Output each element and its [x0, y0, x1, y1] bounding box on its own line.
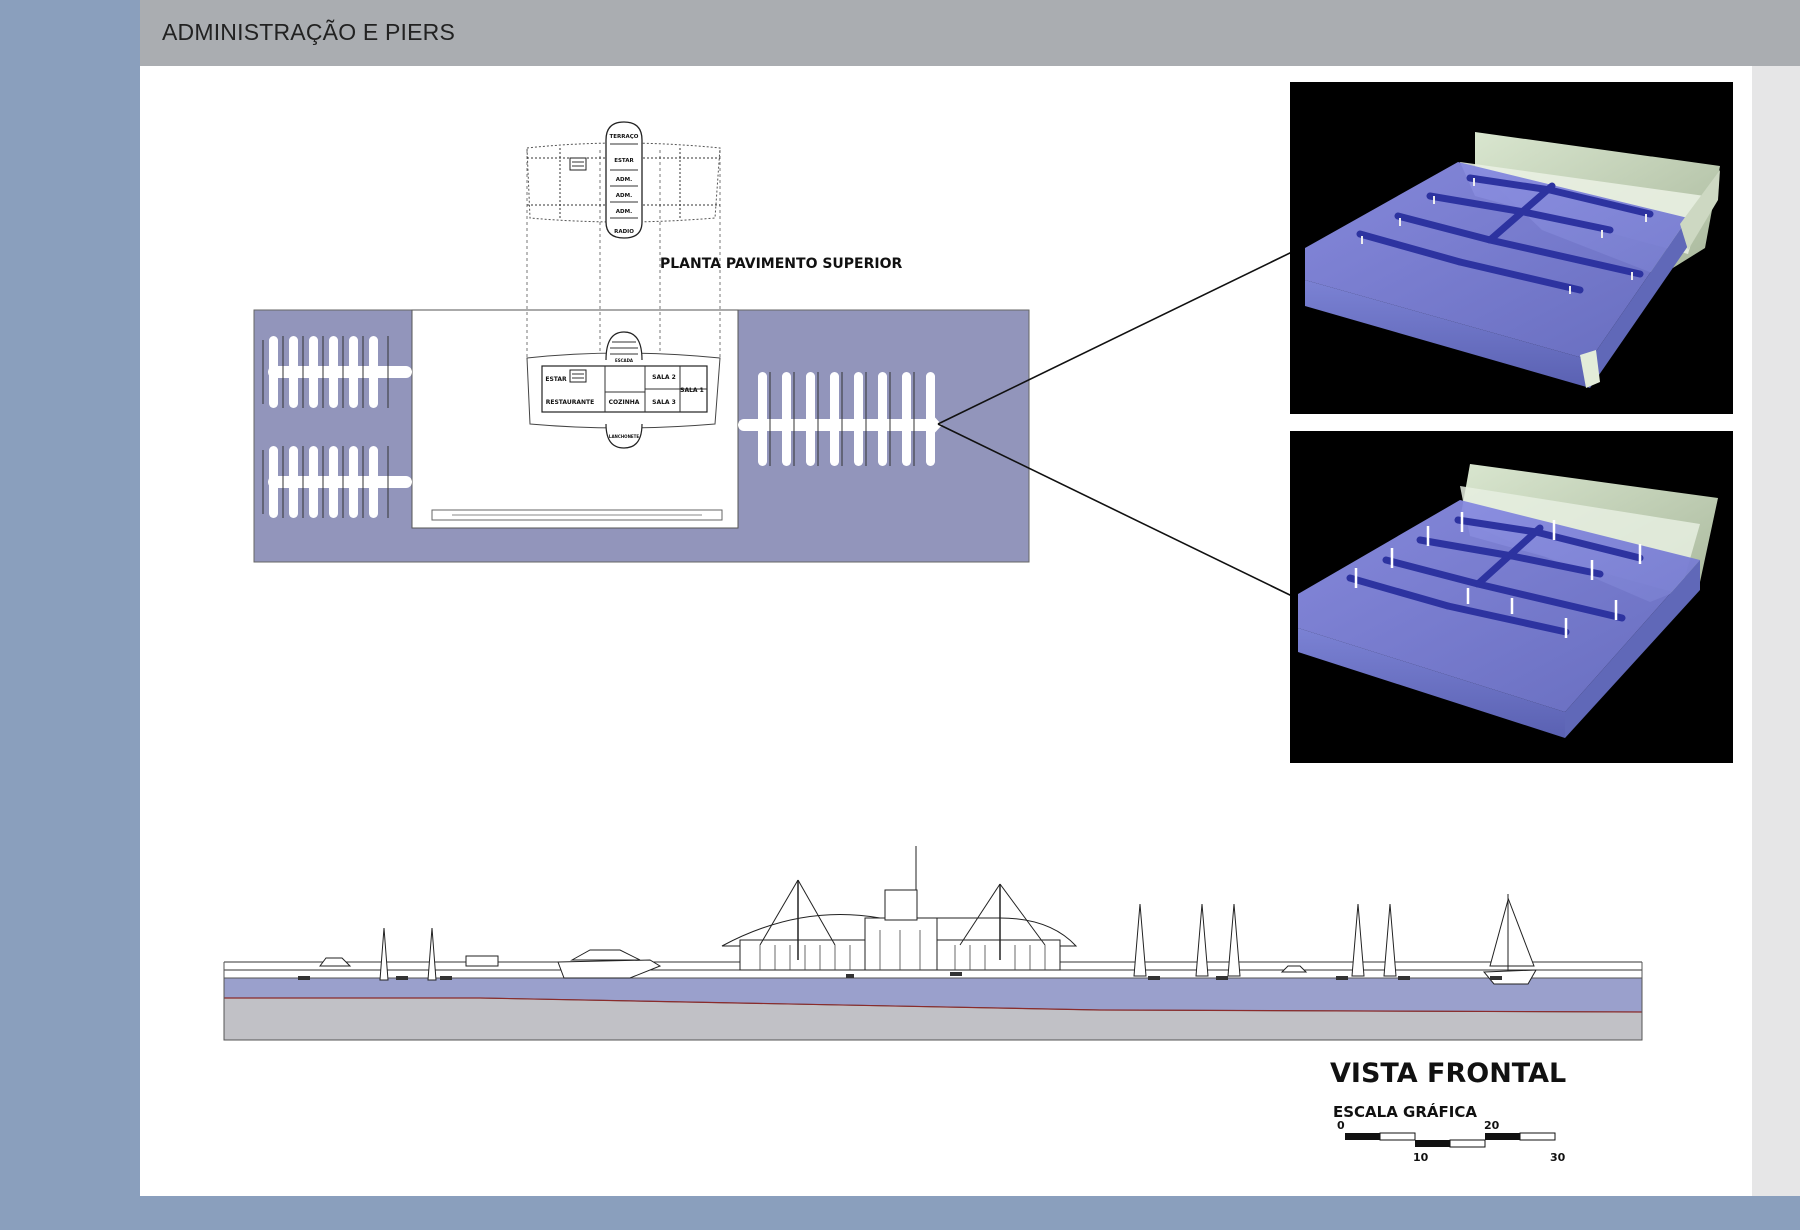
site-plan — [253, 150, 1293, 597]
marina-render-bottom — [1290, 431, 1733, 763]
frontal-elevation — [223, 846, 1643, 1041]
room-label-lanchonete: LANCHONETE — [609, 434, 639, 439]
right-margin-strip — [1752, 66, 1800, 1196]
room-label-cozinha: COZINHA — [609, 399, 640, 406]
scale-mark-10: 10 — [1413, 1151, 1429, 1164]
scale-label: ESCALA GRÁFICA — [1333, 1102, 1477, 1121]
room-label-estar-upper: ESTAR — [614, 158, 634, 164]
leader-line-top — [937, 251, 1293, 425]
room-label-terraco: TERRAÇO — [610, 134, 639, 140]
pier-group-left-lower — [262, 446, 412, 518]
pier-group-right — [738, 372, 942, 466]
marina-render-top — [1290, 82, 1733, 414]
room-label-restaurante: RESTAURANTE — [546, 399, 594, 406]
room-label-escada: ESCADA — [615, 358, 634, 363]
room-label-adm-2: ADM. — [616, 193, 632, 199]
pier-group-left-upper — [262, 336, 412, 408]
sheet-title: ADMINISTRAÇÃO E PIERS — [162, 19, 456, 45]
ground-floor-plan — [526, 331, 721, 449]
room-label-adm-3: ADM. — [616, 209, 632, 215]
room-label-radio: RADIO — [614, 229, 634, 235]
title-bar: ADMINISTRAÇÃO E PIERS — [140, 0, 1800, 66]
leader-line-bottom — [937, 423, 1293, 597]
room-label-estar: ESTAR — [545, 376, 567, 383]
room-label-adm-1: ADM. — [616, 177, 632, 183]
room-label-sala-2: SALA 2 — [652, 374, 676, 381]
graphic-scale-bar — [1345, 1132, 1556, 1148]
room-label-sala-1: SALA 1 — [680, 387, 704, 394]
upper-floor-room-labels: TERRAÇO ESTAR ADM. ADM. ADM. RADIO — [610, 134, 639, 235]
frontal-view-title: VISTA FRONTAL — [1330, 1058, 1566, 1089]
room-label-sala-3: SALA 3 — [652, 399, 676, 406]
scale-mark-30: 30 — [1550, 1151, 1566, 1164]
ground-floor-room-labels: ESTAR RESTAURANTE COZINHA SALA 2 SALA 1 … — [545, 358, 704, 439]
scale-mark-20: 20 — [1484, 1119, 1500, 1132]
projection-lines — [526, 150, 721, 360]
upper-floor-plan — [526, 121, 721, 239]
upper-plan-label: PLANTA PAVIMENTO SUPERIOR — [660, 256, 903, 272]
scale-mark-0: 0 — [1337, 1119, 1345, 1132]
